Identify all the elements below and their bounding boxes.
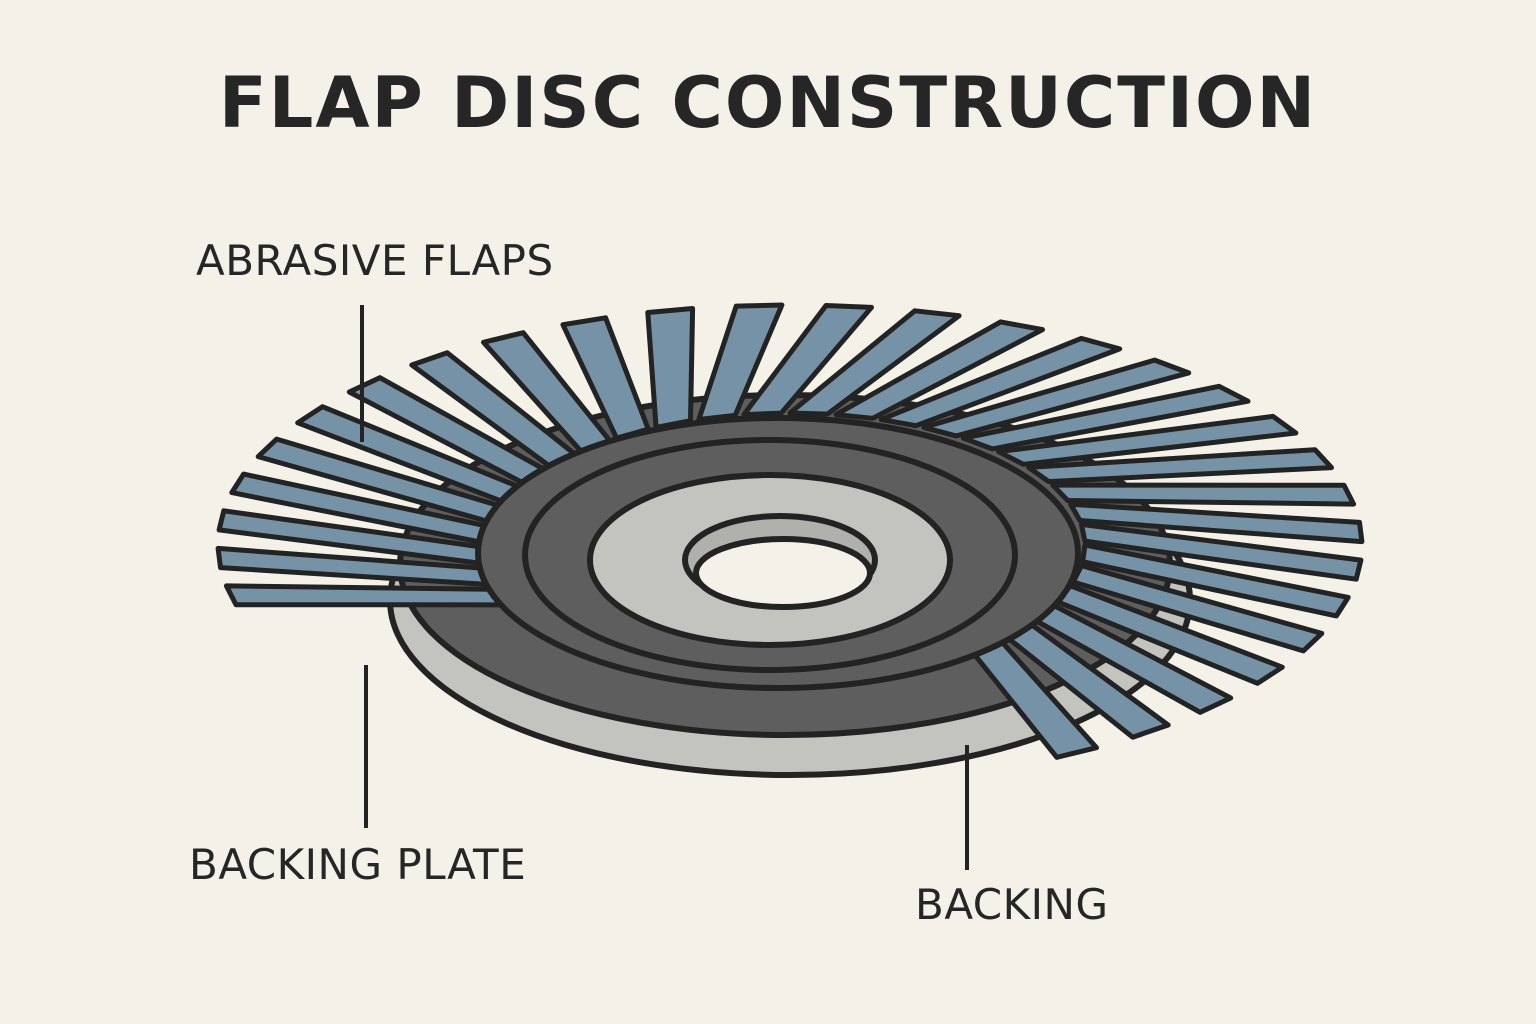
abrasive-flap [1080, 542, 1351, 619]
label-abrasive-flaps: ABRASIVE FLAPS [196, 236, 554, 285]
abrasive-flap [787, 308, 962, 417]
abrasive-flaps-group [215, 302, 1365, 760]
abrasive-flap [645, 306, 696, 430]
abrasive-flap [1050, 482, 1357, 507]
abrasive-flap [878, 335, 1123, 429]
abrasive-flap [960, 383, 1251, 452]
abrasive-flap [741, 303, 874, 418]
arbor-hole-opening [693, 536, 873, 610]
label-backing-plate: BACKING PLATE [189, 840, 527, 889]
abrasive-flap [1068, 501, 1365, 545]
abrasive-flap [833, 319, 1045, 421]
abrasive-flap [1026, 447, 1334, 485]
label-backing: BACKING [915, 880, 1109, 929]
abrasive-flap [223, 583, 530, 608]
abrasive-flap [1078, 521, 1364, 582]
diagram-title: FLAP DISC CONSTRUCTION [218, 62, 1318, 144]
abrasive-flap [996, 413, 1299, 467]
abrasive-flap [921, 357, 1192, 439]
abrasive-flap [696, 302, 785, 422]
